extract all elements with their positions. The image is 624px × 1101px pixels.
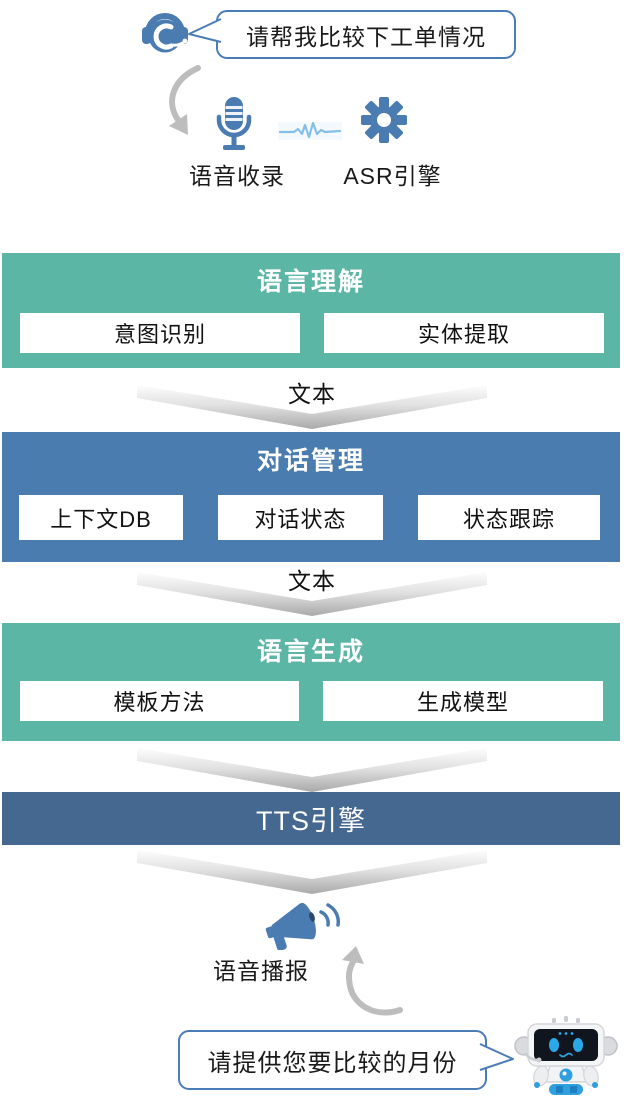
microphone-icon (216, 97, 252, 150)
dm-item-state-tracking: 状态跟踪 (418, 495, 600, 540)
connector-text-label-1: 文本 (288, 381, 336, 407)
tts-title: TTS引擎 (256, 806, 366, 836)
nlu-item-intent: 意图识别 (20, 313, 300, 353)
chevron-down-icon (137, 747, 487, 793)
nlu-title: 语言理解 (256, 268, 365, 296)
robot-icon (514, 1016, 618, 1095)
flow-arrow-up-icon (342, 946, 403, 1016)
nlu-block: 语言理解 意图识别 实体提取 (2, 253, 620, 368)
chevron-down-icon (137, 849, 487, 895)
connector-text-label-2: 文本 (288, 568, 336, 594)
bot-speech-text: 请提供您要比较的月份 (207, 1049, 458, 1077)
megaphone-icon (265, 902, 340, 950)
dm-item-context-db: 上下文DB (19, 495, 183, 540)
user-speech-bubble: 请帮我比较下工单情况 (216, 10, 516, 59)
headset-user-icon (142, 13, 188, 53)
nlu-item-entity: 实体提取 (324, 313, 604, 353)
gear-icon (361, 97, 407, 143)
tts-block: TTS引擎 (2, 792, 620, 845)
nlg-title: 语言生成 (256, 638, 365, 666)
asr-engine-label: ASR引擎 (343, 163, 442, 189)
dm-title: 对话管理 (256, 447, 365, 475)
voice-capture-label: 语音收录 (189, 163, 285, 189)
nlg-item-generative: 生成模型 (323, 681, 603, 721)
nlg-item-template: 模板方法 (20, 681, 299, 721)
bot-speech-bubble: 请提供您要比较的月份 (178, 1030, 487, 1090)
voice-broadcast-label: 语音播报 (213, 958, 309, 984)
user-bubble-tail (188, 18, 222, 43)
dm-item-dialog-state: 对话状态 (218, 495, 383, 540)
nlg-block: 语言生成 模板方法 生成模型 (2, 623, 620, 741)
flow-arrow-down-icon (169, 65, 201, 135)
bot-bubble-tail (479, 1043, 514, 1071)
waveform-icon (278, 121, 342, 140)
dm-block: 对话管理 上下文DB 对话状态 状态跟踪 (2, 432, 620, 562)
user-speech-text: 请帮我比较下工单情况 (246, 23, 486, 50)
